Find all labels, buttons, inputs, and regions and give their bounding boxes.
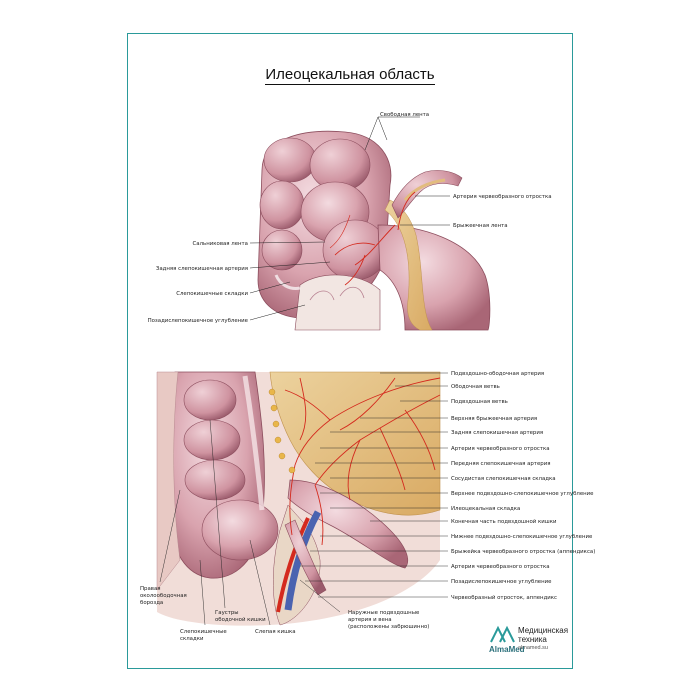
label-omental-tenia: Сальниковая лента — [193, 241, 248, 247]
logo-brand: AlmaMed — [489, 645, 525, 654]
label-paracolic-2: околоободочная — [140, 593, 187, 599]
upper-illustration — [249, 116, 491, 331]
label-paracolic-3: борозда — [140, 600, 163, 606]
label-external-iliac-2: артерия и вена — [348, 617, 392, 623]
label-terminal-ileum: Конечная часть подвздошной кишки — [451, 518, 557, 525]
label-retrocecal-recess: Позадислепокишечное углубление — [148, 318, 249, 324]
page-title: Илеоцекальная область — [265, 66, 435, 85]
label-superior-ileocecal-recess: Верхнее подвздошно-слепокишечное углубле… — [451, 491, 594, 497]
label-ileocolic-artery: Подвздошно-ободочная артерия — [451, 371, 544, 377]
label-posterior-cecal-artery-lower: Задняя слепокишечная артерия — [451, 430, 543, 436]
label-posterior-cecal-artery: Задняя слепокишечная артерия — [156, 266, 248, 272]
label-appendix: Червеобразный отросток, аппендикс — [451, 594, 557, 601]
label-anterior-cecal-artery: Передняя слепокишечная артерия — [451, 461, 550, 467]
label-external-iliac-3: (расположены забрюшинно) — [348, 624, 429, 630]
label-appendicular-artery-2: Артерия червеобразного отростка — [451, 564, 550, 570]
label-colic-branch: Ободочная ветвь — [451, 384, 500, 390]
label-vascular-cecal-fold: Сосудистая слепокишечная складка — [451, 476, 556, 482]
label-external-iliac-1: Наружные подвздошные — [348, 610, 420, 616]
label-mesoappendix: Брыжейка червеобразного отростка (аппенд… — [451, 548, 595, 555]
label-mesenteric-tenia: Брыжеечная лента — [453, 223, 508, 229]
label-inferior-ileocecal-recess: Нижнее подвздошно-слепокишечное углублен… — [451, 534, 593, 540]
label-haustra-2: ободочной кишки — [215, 616, 266, 623]
label-retrocecal-recess-lower: Позадислепокишечное углубление — [451, 579, 552, 585]
label-cecal-folds-1: Слепокишечные — [180, 629, 227, 635]
label-cecum: Слепая кишка — [255, 629, 296, 635]
label-haustra-1: Гаустры — [215, 610, 239, 616]
label-cecal-folds: Слепокишечные складки — [176, 291, 248, 297]
logo-line2: техника — [518, 635, 547, 644]
logo-url: almamed.su — [518, 645, 548, 651]
logo-line1: Медицинская — [518, 626, 569, 635]
label-ileal-branch: Подвздошная ветвь — [451, 399, 508, 405]
label-cecal-folds-2: складки — [180, 636, 204, 642]
label-appendicular-artery-lower: Артерия червеобразного отростка — [451, 446, 550, 452]
label-superior-mesenteric-artery: Верхняя брыжеечная артерия — [451, 416, 537, 422]
label-free-tenia: Свободная лента — [380, 112, 429, 118]
lower-illustration — [156, 371, 448, 626]
label-ileocecal-fold: Илеоцекальная складка — [451, 506, 520, 512]
label-paracolic-1: Правая — [140, 586, 161, 592]
label-appendicular-artery: Артерия червеобразного отростка — [453, 194, 552, 200]
almamed-logo-icon — [490, 625, 515, 643]
